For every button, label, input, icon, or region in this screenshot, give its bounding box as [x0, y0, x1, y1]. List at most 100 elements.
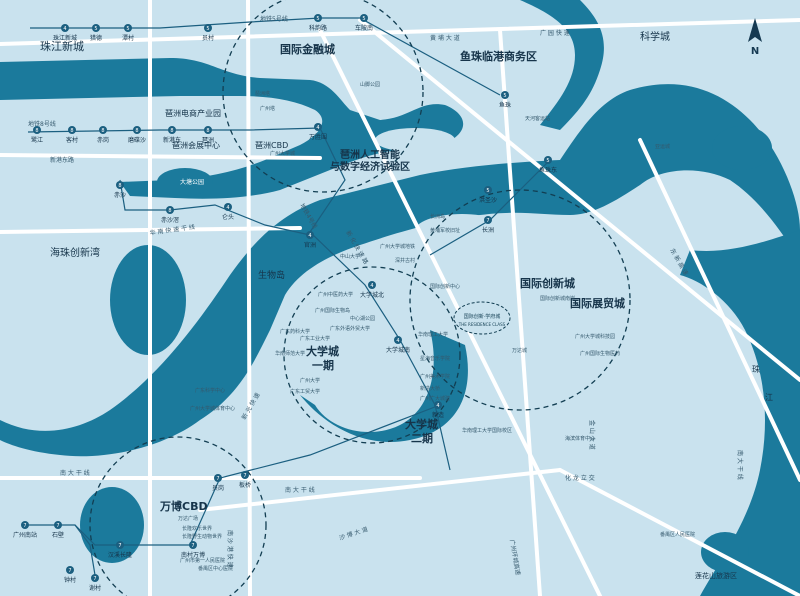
- station-line-number: 8: [168, 208, 171, 214]
- poi-lbl26: 长隆欢乐世界: [182, 525, 212, 532]
- poi-lbl20: 中心湖公园: [350, 315, 375, 322]
- poi-lbl37: 番禺区人民医院: [660, 531, 695, 538]
- poi-lbl36: 广州国际生物医药: [580, 350, 620, 357]
- station-line-number: 8: [135, 128, 138, 134]
- station-27: 7钟村: [64, 566, 76, 584]
- logo-badge: [453, 301, 511, 335]
- station-name: 磨碟沙: [128, 136, 146, 144]
- station-marker-icon: [204, 126, 212, 134]
- poi-lbl3: 中山大学: [340, 253, 360, 260]
- label-pazhou-ecommerce: 琶洲电商产业园: [165, 108, 221, 118]
- label-jinrong: 国际金融城: [280, 42, 335, 56]
- station-name: 新造: [432, 411, 444, 419]
- label-water-1: 珠: [752, 364, 760, 374]
- station-line-number: 8: [206, 128, 209, 134]
- label-dxc-2a: 大学城: [405, 417, 438, 431]
- metro-stations: 4珠江新城5猎德5潭村5员村5科韵路5车陂南5鱼珠8鹭江8客村8赤岗8磨碟沙8新…: [13, 14, 557, 592]
- station-name: 员村: [202, 34, 214, 42]
- station-marker-icon: [133, 126, 141, 134]
- road-guangyuan: 广 园 快 速: [540, 29, 570, 37]
- station-name: 客村: [66, 136, 78, 144]
- station-marker-icon: [314, 123, 322, 131]
- station-name: 大学城南: [386, 346, 410, 354]
- label-dasheng: 大塘公园: [180, 178, 204, 186]
- label-zhujiang: 珠江新城: [40, 39, 84, 53]
- poi-lbl11: 华南师范大学: [275, 350, 305, 357]
- road-xingang: 新港东路: [50, 156, 74, 164]
- station-20: 4新造: [432, 401, 444, 419]
- river-south-loop: [300, 330, 468, 442]
- station-marker-icon: [66, 566, 74, 574]
- station-marker-icon: [124, 24, 132, 32]
- station-name: 员岗: [212, 485, 224, 492]
- logo-subtitle: THE RESIDENCE CLASS: [458, 322, 506, 327]
- station-name: 车陂南: [355, 24, 373, 32]
- poi-lbl15: 黄埔军校旧址: [430, 227, 460, 234]
- station-marker-icon: [360, 14, 368, 22]
- station-line-number: 5: [94, 26, 97, 32]
- station-name: 新港东: [163, 136, 181, 144]
- station-name: 仑头: [222, 213, 234, 221]
- station-9: 8赤岗: [97, 126, 109, 144]
- station-name: 长洲: [482, 226, 494, 234]
- station-name: 谢村: [89, 584, 101, 592]
- station-line-number: 7: [68, 568, 71, 574]
- station-marker-icon: [68, 126, 76, 134]
- station-16: 4仑头: [222, 203, 234, 221]
- station-line-number: 7: [486, 218, 489, 224]
- station-8: 8客村: [66, 126, 78, 144]
- poi-lbl22: 新造大桥: [420, 385, 440, 392]
- station-29: 7 长洲: [482, 216, 494, 234]
- poi-lbl33: 华南理工大学国际校区: [462, 427, 512, 434]
- station-line-number: 8: [170, 128, 173, 134]
- road-nanda3: 南 大 干 线: [736, 450, 744, 480]
- poi-lbl19: 广州大学城地铁: [380, 243, 415, 250]
- station-marker-icon: [501, 91, 509, 99]
- station-6: 5鱼珠: [499, 91, 511, 109]
- station-name: 赤岗: [97, 137, 109, 144]
- station-7: 8鹭江: [31, 126, 43, 144]
- station-line-number: 7: [191, 543, 194, 549]
- station-marker-icon: [116, 541, 124, 549]
- station-line-number: 8: [35, 128, 38, 134]
- station-marker-icon: [484, 186, 492, 194]
- station-name: 板桥: [239, 481, 251, 489]
- station-28: 7谢村: [89, 574, 101, 592]
- station-marker-icon: [484, 216, 492, 224]
- poi-lbl32: 广州大学城体育中心: [190, 405, 235, 412]
- poi-lbl31: 广东科学中心: [195, 387, 225, 394]
- station-name: 鱼珠: [499, 101, 511, 109]
- station-22: 7员岗: [212, 474, 224, 492]
- road-jinshan: 金 山 大 道: [588, 420, 596, 450]
- station-marker-icon: [54, 521, 62, 529]
- station-line-number: 5: [546, 158, 549, 164]
- poi-lbl2: 广州大学城: [270, 150, 295, 157]
- road-metro5: 地铁5号线: [260, 15, 288, 23]
- poi-lbl10: 广州美术学院: [420, 373, 450, 380]
- station-marker-icon: [434, 401, 442, 409]
- poi-lbl6: 广州中医药大学: [318, 291, 353, 298]
- poi-lbl27: 万达广场: [178, 515, 198, 522]
- poi-lbl35: 广州大学城科技园: [575, 333, 615, 340]
- station-marker-icon: [544, 156, 552, 164]
- poi-lbl12: 广东工贸大学: [290, 388, 320, 395]
- poi-lbl16: 深井古村: [395, 257, 415, 264]
- station-marker-icon: [224, 203, 232, 211]
- compass-letter: N: [751, 46, 759, 57]
- poi-lbl4: 华南理工大学: [418, 331, 448, 338]
- station-marker-icon: [166, 206, 174, 214]
- station-21: 7板桥: [239, 471, 251, 489]
- lake-ne: [712, 126, 772, 170]
- station-marker-icon: [21, 521, 29, 529]
- poi-lbl8: 广东药科大学: [280, 328, 310, 335]
- station-line-number: 4: [370, 283, 373, 289]
- poi-lbl17: 广州国际生物岛: [315, 307, 350, 314]
- station-line-number: 5: [316, 16, 319, 22]
